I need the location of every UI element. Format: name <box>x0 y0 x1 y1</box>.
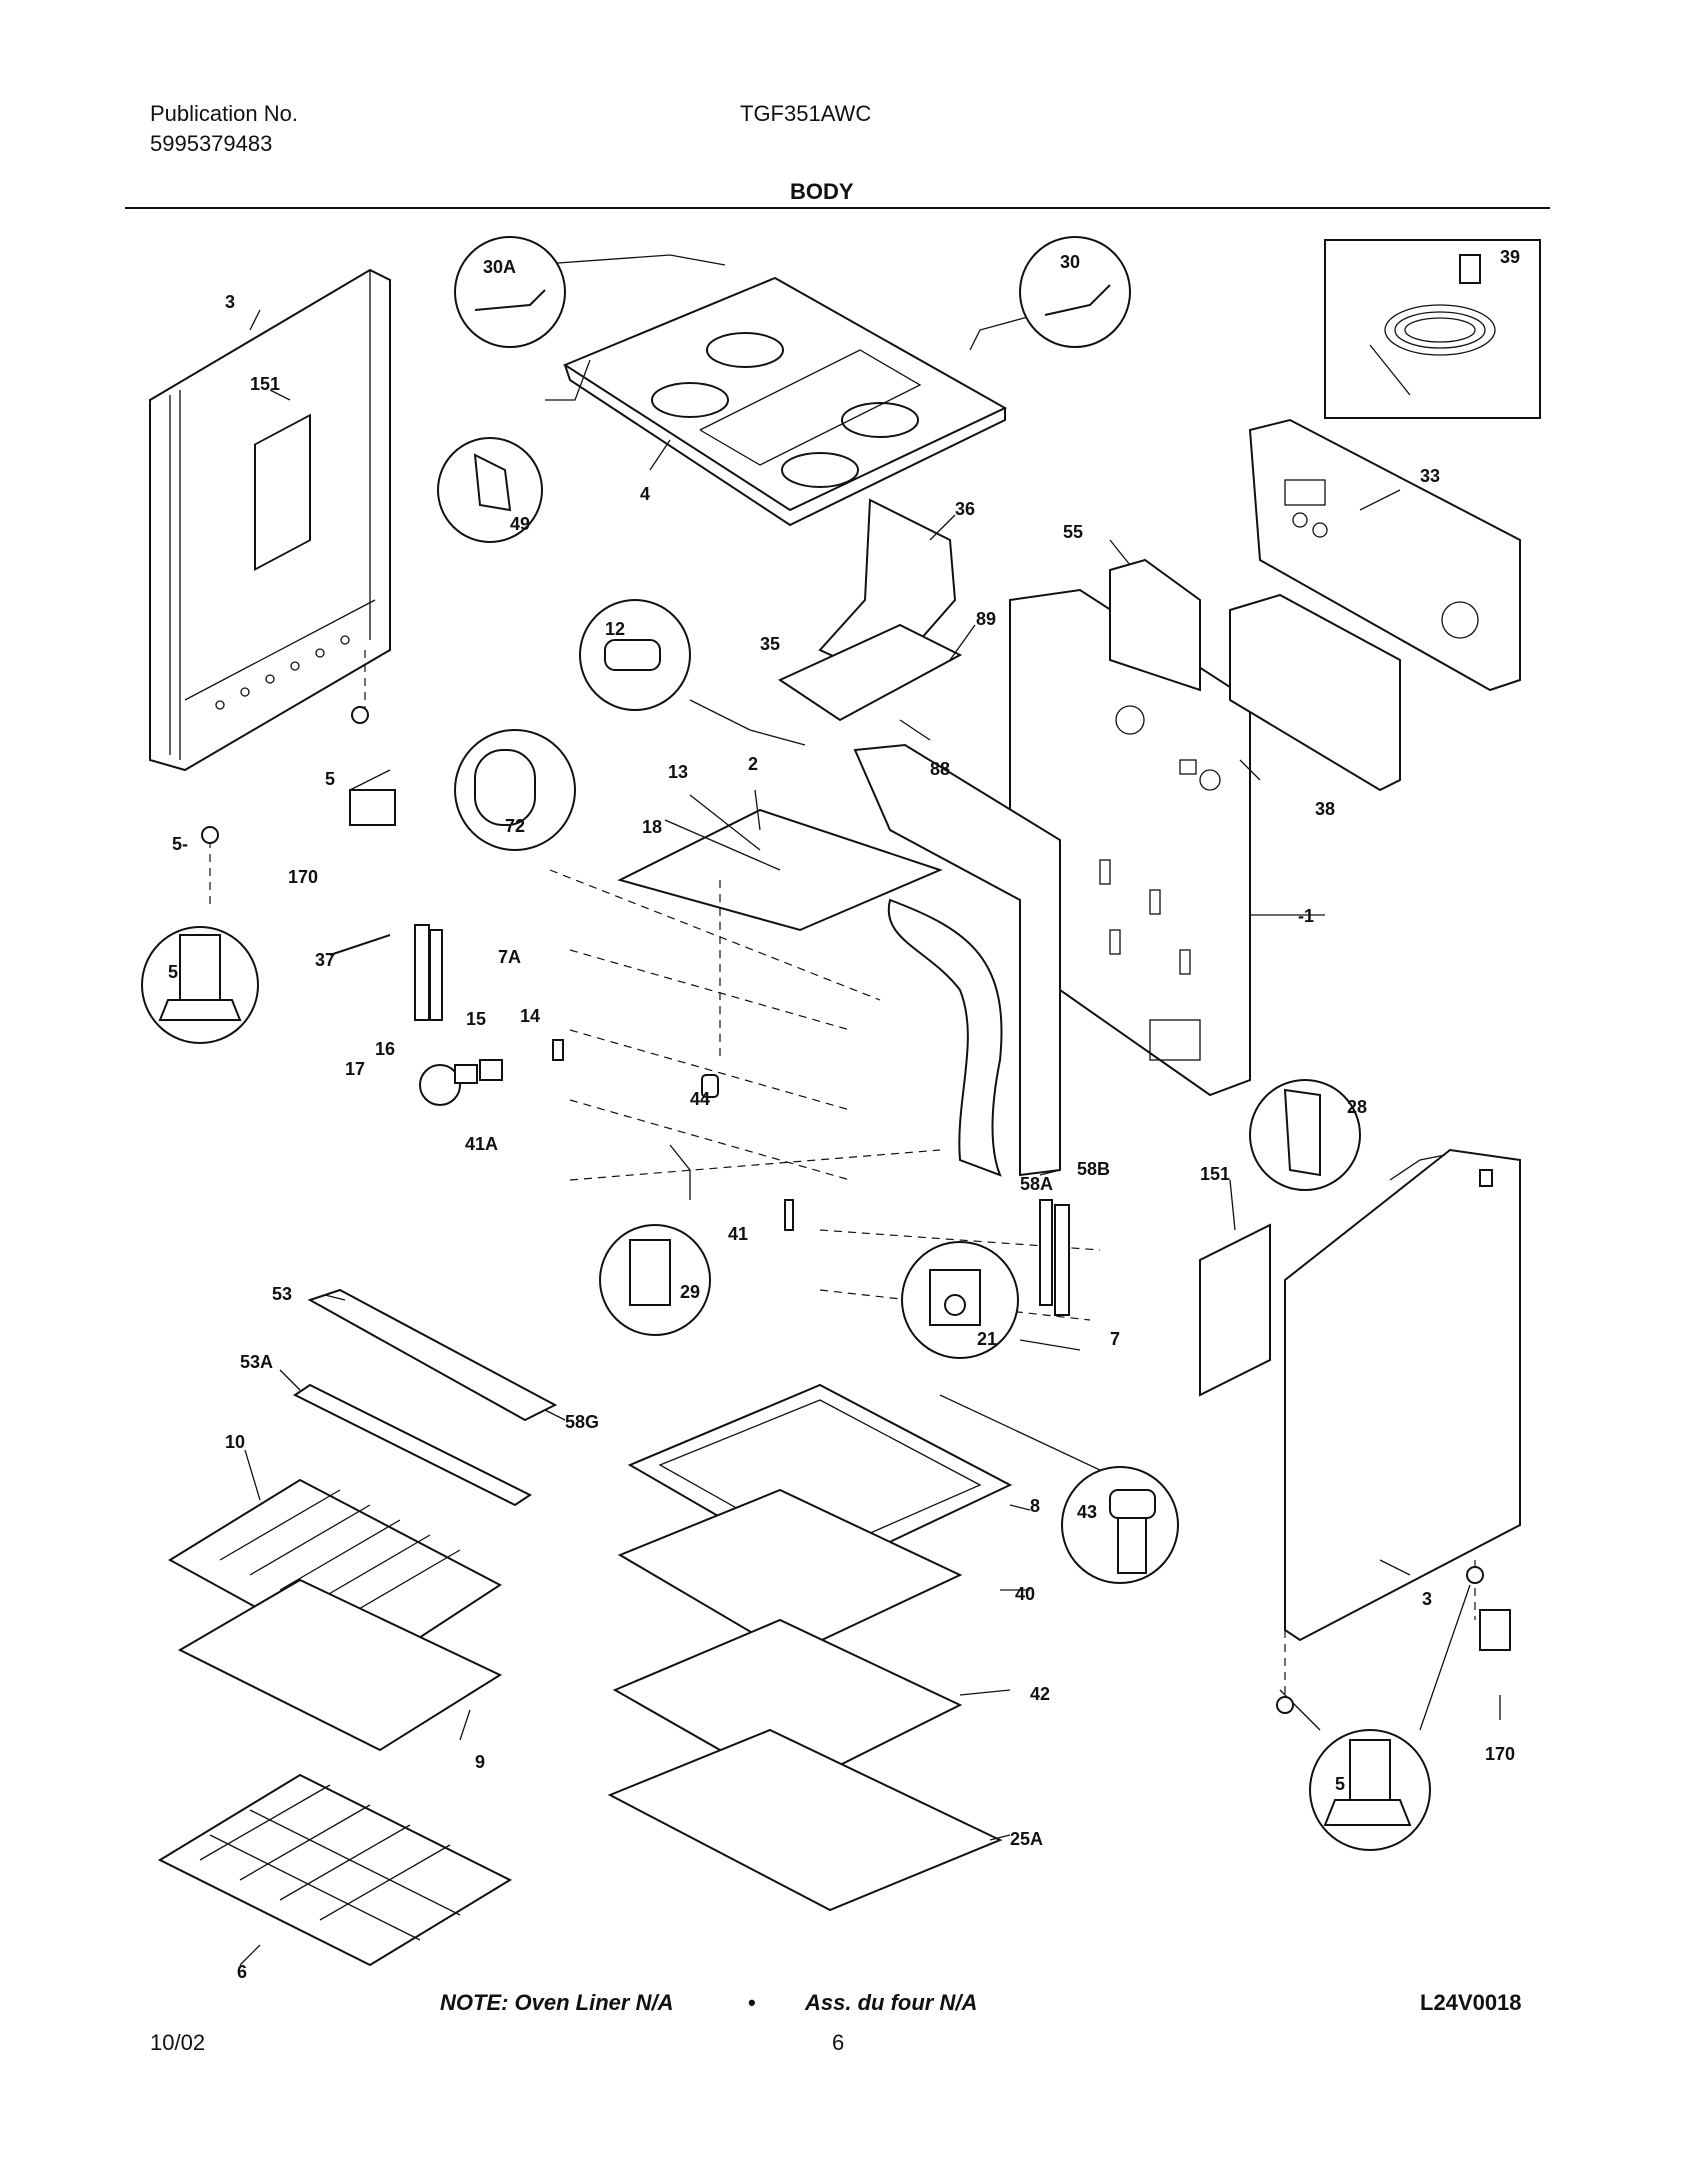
part-label: 5- <box>172 834 188 854</box>
callout-circles <box>141 236 1431 1851</box>
part-label: 7 <box>1110 1329 1120 1349</box>
oven-bottom-assembly <box>607 1383 1013 1912</box>
part-label: 72 <box>505 816 525 836</box>
part-label: 16 <box>375 1039 395 1059</box>
publication-label: Publication No. <box>150 101 298 126</box>
note-french: Ass. du four N/A <box>805 1990 978 2015</box>
part-label: 5 <box>168 962 178 982</box>
part-label: 9 <box>475 1752 485 1772</box>
part-labels: 3 151 30A 30 39 49 4 33 36 55 12 89 35 8… <box>168 247 1520 1982</box>
part-label: 49 <box>510 514 530 534</box>
part-label: 151 <box>250 374 280 394</box>
part-label: 5 <box>325 769 335 789</box>
part-label: 18 <box>642 817 662 837</box>
part-label: 2 <box>748 754 758 774</box>
part-label: 21 <box>977 1329 997 1349</box>
part-label: 25A <box>1010 1829 1043 1849</box>
header-rule <box>125 207 1550 209</box>
part-label: 88 <box>930 759 950 779</box>
front-frame <box>853 743 1061 1177</box>
model-number: TGF351AWC <box>740 101 872 126</box>
part-label: 170 <box>1485 1744 1515 1764</box>
part-label: 15 <box>466 1009 486 1029</box>
part-label: 12 <box>605 619 625 639</box>
part-label: 17 <box>345 1059 365 1079</box>
part-label: 30 <box>1060 252 1080 272</box>
diagram-code: L24V0018 <box>1420 1990 1522 2015</box>
part-label: 39 <box>1500 247 1520 267</box>
part-label: 55 <box>1063 522 1083 542</box>
part-label: 3 <box>225 292 235 312</box>
burner-duct <box>617 498 963 932</box>
part-label: 151 <box>1200 1164 1230 1184</box>
part-label: 58A <box>1020 1174 1053 1194</box>
part-label: 42 <box>1030 1684 1050 1704</box>
note-separator: • <box>748 1990 756 2015</box>
publication-date: 10/02 <box>150 2030 206 2055</box>
part-label: 6 <box>237 1962 247 1982</box>
part-label: 3 <box>1422 1589 1432 1609</box>
part-label: 40 <box>1015 1584 1035 1604</box>
part-label: 53A <box>240 1352 273 1372</box>
part-label: 41A <box>465 1134 498 1154</box>
right-side-panel <box>1199 1148 1521 1700</box>
part-label: 38 <box>1315 799 1335 819</box>
section-title: BODY <box>790 179 854 204</box>
part-label: 33 <box>1420 466 1440 486</box>
power-cord-inset <box>1324 239 1541 419</box>
part-label: 44 <box>690 1089 710 1109</box>
left-side-panel <box>149 268 391 772</box>
part-label: 89 <box>976 609 996 629</box>
part-label: 43 <box>1077 1502 1097 1522</box>
cooktop-base <box>562 276 1008 527</box>
part-label: 36 <box>955 499 975 519</box>
publication-number: 5995379483 <box>150 131 273 156</box>
part-label: 170 <box>288 867 318 887</box>
part-label: 14 <box>520 1006 540 1026</box>
part-label: 4 <box>640 484 650 504</box>
small-hardware <box>201 706 1511 1714</box>
part-label: 28 <box>1347 1097 1367 1117</box>
part-label: 8 <box>1030 1496 1040 1516</box>
part-label: 13 <box>668 762 688 782</box>
part-label: 58B <box>1077 1159 1110 1179</box>
broiler-rack-assembly <box>157 1288 558 1967</box>
part-label: 41 <box>728 1224 748 1244</box>
note-english: NOTE: Oven Liner N/A <box>440 1990 674 2015</box>
part-label: -1 <box>1298 906 1314 926</box>
part-label: 35 <box>760 634 780 654</box>
rear-panels <box>1109 418 1521 792</box>
part-label: 30A <box>483 257 516 277</box>
part-label: 37 <box>315 950 335 970</box>
part-label: 7A <box>498 947 521 967</box>
page-number: 6 <box>832 2030 845 2055</box>
part-label: 10 <box>225 1432 245 1452</box>
part-label: 29 <box>680 1282 700 1302</box>
part-label: 53 <box>272 1284 292 1304</box>
part-label: 5 <box>1335 1774 1345 1794</box>
part-label: 58G <box>565 1412 599 1432</box>
